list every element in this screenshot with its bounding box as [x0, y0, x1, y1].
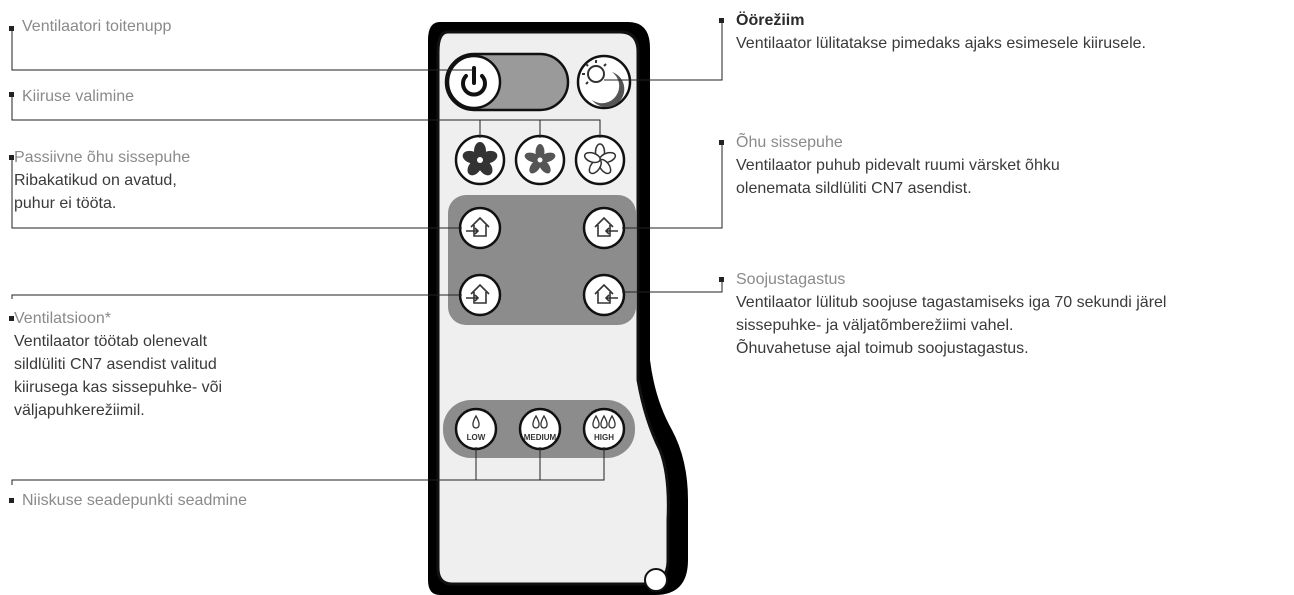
recovery-line2: sissepuhke- ja väljatõmberežiimi vahel. — [736, 317, 1014, 334]
humidity-high-button[interactable]: HIGH — [582, 407, 626, 451]
drop-icon — [608, 414, 616, 429]
house-arrow-icon — [466, 283, 490, 304]
arrow-shape — [604, 227, 618, 235]
house-arrow-icon — [594, 283, 618, 304]
recovery-line3: Õhuvahetuse ajal toimub soojustagastus. — [736, 340, 1029, 357]
humidity-low-button[interactable]: LOW — [454, 407, 498, 451]
house-arrow-icon — [594, 216, 618, 237]
fan-speed-3-button[interactable] — [574, 134, 626, 186]
speed-label: Kiiruse valimine — [22, 88, 135, 105]
recovery-line1: Ventilaator lülitub soojuse tagastamisek… — [736, 294, 1167, 311]
power-button[interactable] — [446, 54, 502, 110]
vent-line2: sildlüliti CN7 asendist valitud — [14, 356, 217, 373]
vent-line1: Ventilaator töötab olenevalt — [14, 333, 208, 350]
night-mode-button[interactable] — [576, 54, 632, 110]
passive-title: Passiivne õhu sissepuhe — [14, 149, 191, 166]
drop-icon — [532, 414, 540, 429]
ventilation-button[interactable] — [458, 273, 502, 317]
connector-lines — [11, 20, 723, 485]
drop-icon — [472, 414, 480, 429]
humidity-medium-button[interactable]: MEDIUM — [518, 407, 562, 451]
vent-title: Ventilatsioon* — [14, 310, 111, 327]
night-line1: Ventilaator lülitatakse pimedaks ajaks e… — [736, 35, 1146, 52]
passive-supply-button[interactable] — [458, 206, 502, 250]
night-title: Öörežiim — [736, 12, 805, 29]
vent-line3: kiirusega kas sissepuhke- või — [14, 379, 223, 396]
recovery-title: Soojustagastus — [736, 271, 846, 288]
air-supply-button[interactable] — [582, 206, 626, 250]
fan-icon — [583, 143, 617, 175]
supply-line1: Ventilaator puhub pidevalt ruumi värsket… — [736, 157, 1060, 174]
passive-line2: puhur ei tööta. — [14, 195, 117, 212]
humidity-label: Niiskuse seadepunkti seadmine — [22, 492, 248, 509]
drop-icon — [592, 414, 600, 429]
lanyard-hole — [644, 568, 668, 592]
passive-line1: Ribakatikud on avatud, — [14, 172, 177, 189]
supply-line2: olenemata sildlüliti CN7 asendist. — [736, 180, 972, 197]
drop-icon — [540, 414, 548, 429]
arrow-shape — [466, 294, 480, 302]
label-bullets — [9, 18, 724, 503]
vent-line4: väljapuhkerežiimil. — [14, 402, 145, 419]
supply-title: Õhu sissepuhe — [736, 134, 843, 151]
fan-icon — [524, 144, 556, 174]
medium-label: MEDIUM — [524, 433, 557, 442]
high-label: HIGH — [594, 433, 614, 442]
drop-icon — [600, 414, 608, 429]
fan-icon — [462, 142, 498, 176]
power-label: Ventilaatori toitenupp — [22, 18, 172, 35]
heat-recovery-button[interactable] — [582, 273, 626, 317]
fan-speed-1-button[interactable] — [454, 134, 506, 186]
arrow-shape — [604, 294, 618, 302]
fan-speed-2-button[interactable] — [514, 134, 566, 186]
arrow-shape — [466, 227, 480, 235]
house-arrow-icon — [466, 216, 490, 237]
night-mode-icon — [582, 60, 625, 108]
low-label: LOW — [467, 433, 486, 442]
